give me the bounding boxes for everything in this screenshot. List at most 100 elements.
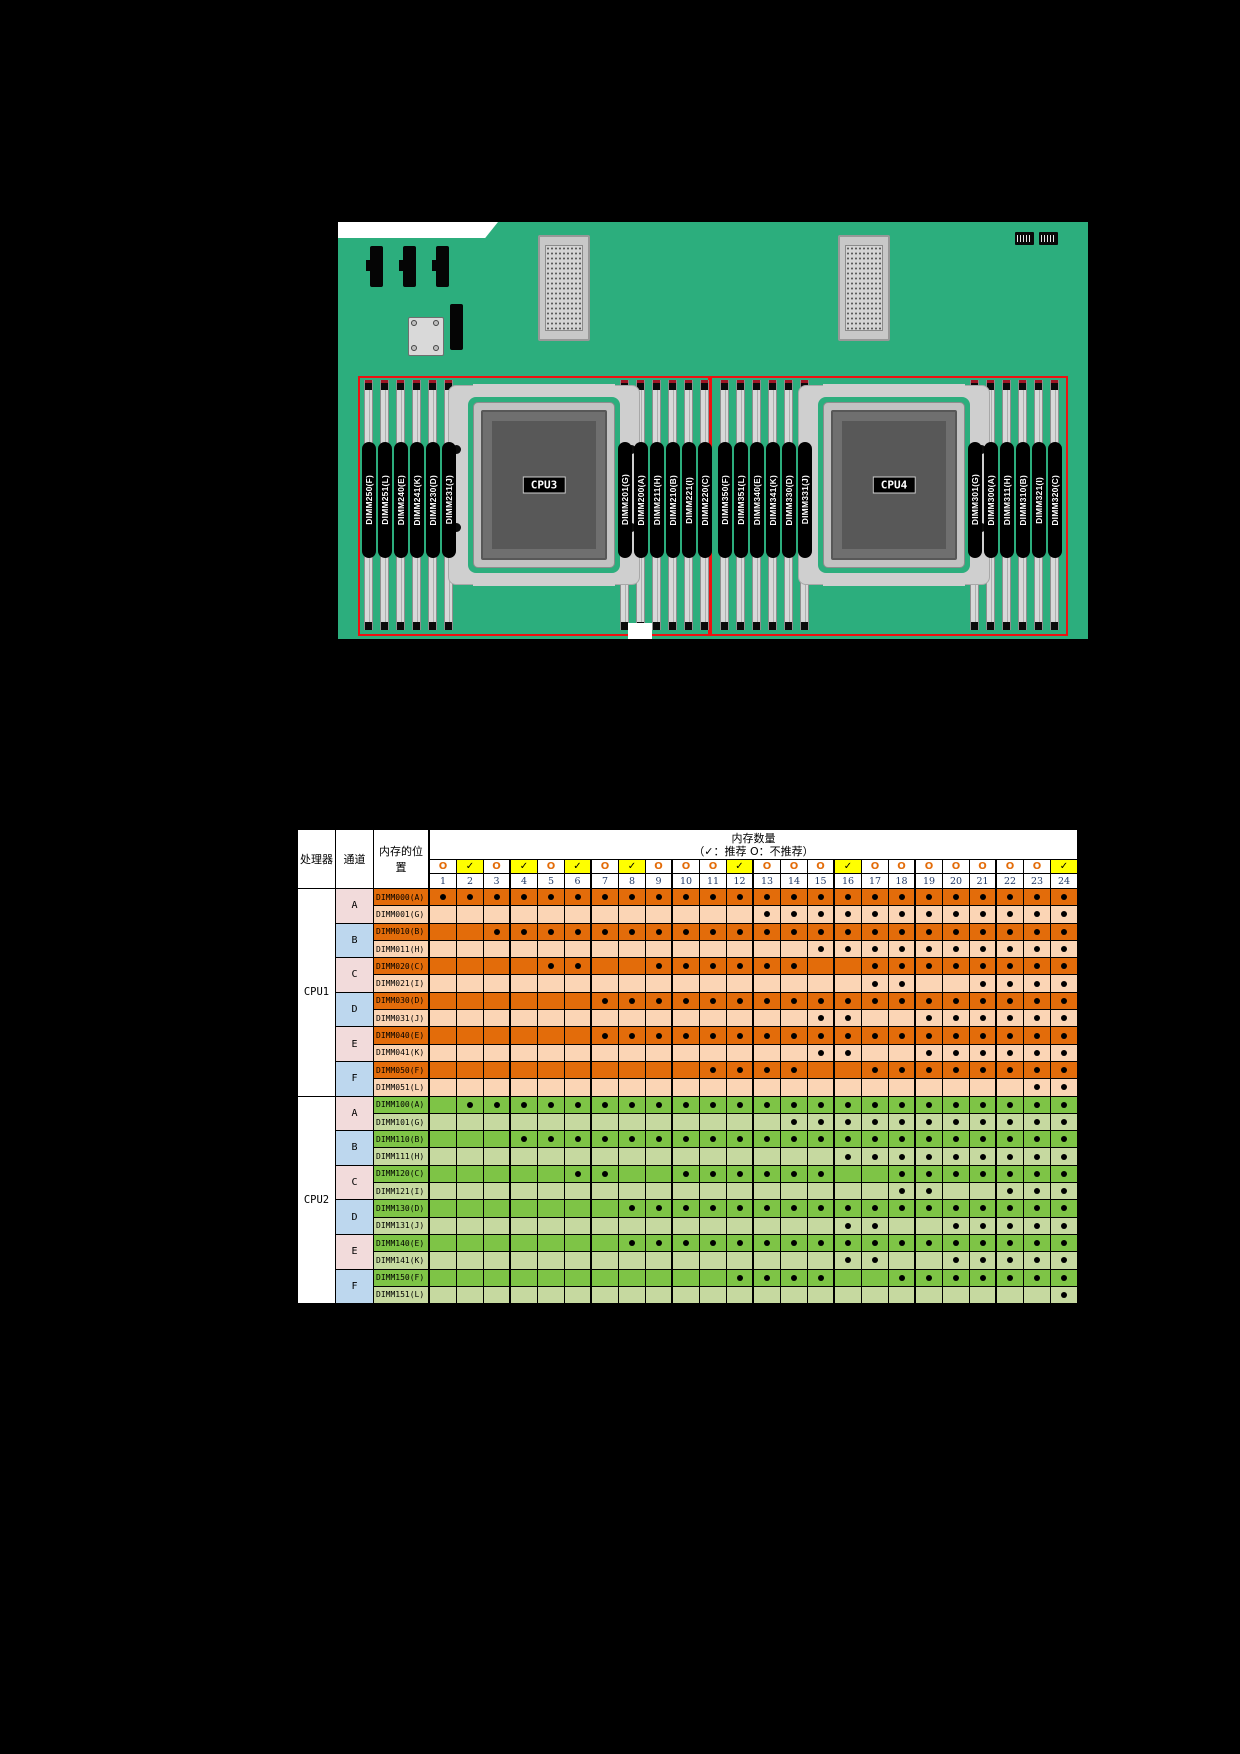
location-cell-DIMM040(E): DIMM040(E) bbox=[374, 1027, 430, 1045]
dimm-count-cell-DIMM131(J)-8 bbox=[619, 1217, 646, 1235]
dimm-count-cell-DIMM040(E)-6 bbox=[565, 1027, 592, 1045]
dimm-count-cell-DIMM000(A)-19 bbox=[916, 889, 943, 907]
dimm-top-clip bbox=[653, 383, 660, 390]
dimm-slot-label-text: DIMM201(G) bbox=[619, 474, 630, 526]
dimm-count-cell-DIMM151(L)-21 bbox=[970, 1286, 997, 1305]
dimm-count-cell-DIMM020(C)-19 bbox=[916, 958, 943, 976]
dimm-count-cell-DIMM100(A)-10 bbox=[673, 1096, 700, 1114]
populated-dot bbox=[872, 946, 878, 953]
mezzanine-connector bbox=[838, 235, 890, 341]
processor-cell-CPU1: CPU1 bbox=[298, 889, 336, 1097]
populated-dot bbox=[791, 1101, 797, 1108]
populated-dot bbox=[926, 1170, 932, 1177]
dimm-slot-label: DIMM330(D) bbox=[781, 442, 796, 558]
dimm-count-cell-DIMM020(C)-14 bbox=[781, 958, 808, 976]
dimm-count-cell-DIMM030(D)-9 bbox=[646, 992, 673, 1011]
populated-dot bbox=[845, 1032, 851, 1039]
populated-dot bbox=[1007, 1049, 1013, 1056]
location-cell-DIMM151(L): DIMM151(L) bbox=[374, 1286, 430, 1305]
dimm-count-cell-DIMM140(E)-21 bbox=[970, 1234, 997, 1253]
dimm-count-cell-DIMM020(C)-3 bbox=[484, 958, 511, 976]
dimm-count-cell-DIMM130(D)-5 bbox=[538, 1200, 565, 1218]
dimm-count-cell-DIMM130(D)-16 bbox=[835, 1200, 862, 1218]
dimm-slot-label-text: DIMM311(H) bbox=[1001, 474, 1012, 526]
column-mark-3: O bbox=[484, 860, 511, 874]
dimm-count-cell-DIMM130(D)-11 bbox=[700, 1200, 727, 1218]
populated-dot bbox=[710, 1205, 716, 1212]
populated-dot bbox=[898, 1274, 905, 1281]
dimm-count-cell-DIMM100(A)-8 bbox=[619, 1096, 646, 1114]
dimm-count-cell-DIMM131(J)-15 bbox=[808, 1217, 835, 1235]
dimm-count-cell-DIMM141(K)-8 bbox=[619, 1252, 646, 1270]
dimm-count-cell-DIMM100(A)-21 bbox=[970, 1096, 997, 1114]
dimm-count-cell-DIMM001(G)-9 bbox=[646, 906, 673, 924]
dimm-count-cell-DIMM020(C)-23 bbox=[1024, 958, 1051, 976]
dimm-top-clip bbox=[701, 383, 708, 390]
dimm-count-cell-DIMM051(L)-11 bbox=[700, 1079, 727, 1097]
dimm-count-cell-DIMM011(H)-1 bbox=[430, 940, 457, 959]
populated-dot bbox=[1034, 1119, 1040, 1125]
dimm-slot-label: DIMM300(A) bbox=[983, 442, 998, 558]
populated-dot bbox=[683, 963, 689, 970]
dimm-count-cell-DIMM031(J)-20 bbox=[943, 1010, 970, 1028]
dimm-count-cell-DIMM140(E)-9 bbox=[646, 1234, 673, 1253]
populated-dot bbox=[953, 997, 959, 1004]
populated-dot bbox=[953, 1049, 959, 1056]
dimm-slot-DIMM231(J): DIMM231(J) bbox=[441, 380, 456, 630]
channel-cell-CPU1-F: F bbox=[336, 1061, 374, 1097]
populated-dot bbox=[1061, 1084, 1067, 1091]
dimm-count-cell-DIMM011(H)-16 bbox=[835, 940, 862, 959]
dimm-top-clip bbox=[365, 383, 372, 390]
dimm-count-cell-DIMM050(F)-6 bbox=[565, 1061, 592, 1080]
populated-dot bbox=[979, 894, 986, 901]
dimm-top-clip bbox=[721, 383, 728, 390]
dimm-count-cell-DIMM110(B)-3 bbox=[484, 1131, 511, 1149]
dimm-count-cell-DIMM031(J)-7 bbox=[592, 1010, 619, 1028]
dimm-count-cell-DIMM000(A)-13 bbox=[754, 889, 781, 907]
column-mark-23: O bbox=[1024, 860, 1051, 874]
dimm-count-cell-DIMM140(E)-5 bbox=[538, 1234, 565, 1253]
dimm-slot-DIMM350(F): DIMM350(F) bbox=[717, 380, 732, 630]
populated-dot bbox=[979, 997, 986, 1004]
dimm-count-cell-DIMM030(D)-21 bbox=[970, 992, 997, 1011]
dimm-count-cell-DIMM031(J)-14 bbox=[781, 1010, 808, 1028]
dimm-count-cell-DIMM001(G)-8 bbox=[619, 906, 646, 924]
dimm-count-cell-DIMM020(C)-15 bbox=[808, 958, 835, 976]
dimm-count-cell-DIMM030(D)-22 bbox=[997, 992, 1024, 1011]
location-cell-DIMM141(K): DIMM141(K) bbox=[374, 1252, 430, 1270]
dimm-count-cell-DIMM140(E)-16 bbox=[835, 1234, 862, 1253]
location-cell-DIMM020(C): DIMM020(C) bbox=[374, 958, 430, 976]
dimm-count-cell-DIMM111(H)-2 bbox=[457, 1148, 484, 1166]
power-connector-icon bbox=[366, 246, 383, 287]
dimm-count-cell-DIMM011(H)-15 bbox=[808, 940, 835, 959]
dimm-count-cell-DIMM021(I)-2 bbox=[457, 975, 484, 993]
dimm-count-cell-DIMM121(I)-23 bbox=[1024, 1183, 1051, 1201]
populated-dot bbox=[898, 963, 905, 970]
populated-dot bbox=[898, 1240, 905, 1247]
dimm-count-cell-DIMM011(H)-20 bbox=[943, 940, 970, 959]
dimm-slot-label-text: DIMM250(F) bbox=[363, 475, 374, 525]
populated-dot bbox=[710, 928, 716, 935]
dimm-slot-DIMM210(B): DIMM210(B) bbox=[665, 380, 680, 630]
populated-dot bbox=[926, 911, 932, 918]
dimm-count-cell-DIMM121(I)-14 bbox=[781, 1183, 808, 1201]
dimm-count-cell-DIMM000(A)-17 bbox=[862, 889, 889, 907]
populated-dot bbox=[493, 928, 500, 935]
dimm-count-cell-DIMM051(L)-18 bbox=[889, 1079, 916, 1097]
populated-dot bbox=[817, 928, 824, 935]
populated-dot bbox=[926, 1188, 932, 1195]
dimm-slot-label: DIMM241(K) bbox=[409, 442, 424, 558]
populated-dot bbox=[683, 894, 689, 901]
dimm-count-cell-DIMM111(H)-12 bbox=[727, 1148, 754, 1166]
dimm-count-cell-DIMM020(C)-7 bbox=[592, 958, 619, 976]
dimm-count-cell-DIMM051(L)-4 bbox=[511, 1079, 538, 1097]
populated-dot bbox=[710, 1240, 716, 1247]
dimm-slot-label-text: DIMM211(H) bbox=[651, 474, 662, 526]
populated-dot bbox=[521, 928, 527, 935]
dimm-count-cell-DIMM031(J)-1 bbox=[430, 1010, 457, 1028]
dimm-count-cell-DIMM031(J)-19 bbox=[916, 1010, 943, 1028]
dimm-count-cell-DIMM041(K)-13 bbox=[754, 1044, 781, 1062]
dimm-count-cell-DIMM000(A)-23 bbox=[1024, 889, 1051, 907]
populated-dot bbox=[548, 1101, 554, 1108]
populated-dot bbox=[817, 1032, 824, 1039]
